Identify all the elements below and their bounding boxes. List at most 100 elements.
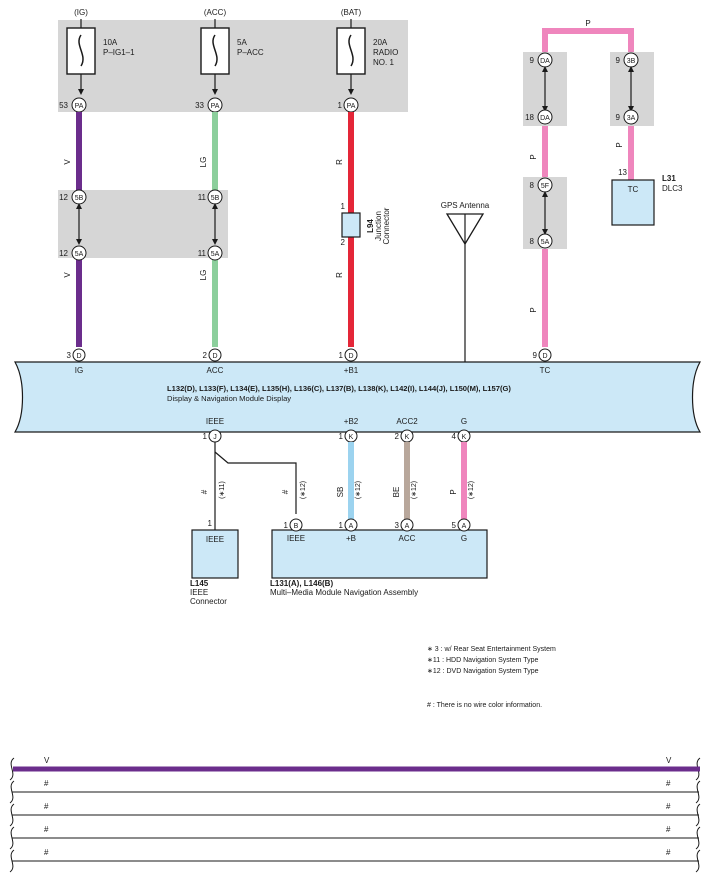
footnote: ∗ 3 : w/ Rear Seat Entertainment System <box>427 646 556 653</box>
dlc-connectors: 9 3B 9 3A <box>616 52 639 125</box>
pin-number: 1 <box>339 351 344 360</box>
legend-label: V <box>666 756 672 765</box>
fuse-source-label: (ACC) <box>204 8 227 17</box>
pin-number: 53 <box>59 101 68 110</box>
pin-number: 9 <box>533 351 538 360</box>
wire-color-label: LG <box>199 270 208 281</box>
terminal-label: +B <box>346 534 356 543</box>
l94-desc: Junction <box>374 211 383 241</box>
legend-label: # <box>44 848 49 857</box>
navigation-assembly-id: L131(A), L146(B) <box>270 579 333 588</box>
wire-ieee-2 <box>214 451 297 514</box>
dlc3-name: DLC3 <box>662 184 683 193</box>
wire-note: (∗11) <box>219 481 226 499</box>
pin-number: 18 <box>525 113 534 122</box>
fuse-icon <box>78 34 84 67</box>
pin-number: 1 <box>203 432 208 441</box>
terminal-label: IG <box>75 366 83 375</box>
pin-number: 1 <box>208 519 213 528</box>
terminal-label: ACC <box>399 534 416 543</box>
fuse-rating: 10A <box>103 38 118 47</box>
terminal-label: +B1 <box>344 366 359 375</box>
connector-code: D <box>212 353 217 360</box>
terminal-label: TC <box>540 366 551 375</box>
junction-ig: 12 5B 12 5A <box>59 189 87 261</box>
fuse-name: RADIO <box>373 48 398 57</box>
navigation-assembly: 1 B IEEE 1 A +B 3 A ACC 5 A G L131(A), L… <box>270 518 488 597</box>
connector-code: 5A <box>541 239 550 246</box>
fuse-icon <box>212 34 218 67</box>
wire-color-label: P <box>529 307 538 312</box>
legend-label: # <box>666 825 671 834</box>
connector-code: 5B <box>211 195 220 202</box>
pin-number: 8 <box>530 181 535 190</box>
connector-code: 3B <box>627 58 636 65</box>
pin-number: 1 <box>339 432 344 441</box>
terminal-label: IEEE <box>206 417 224 426</box>
wire-color-label: BE <box>392 487 401 498</box>
legend-label: # <box>44 779 49 788</box>
terminal-label: G <box>461 534 467 543</box>
fuse-source-label: (IG) <box>74 8 88 17</box>
fuse-name: P–IG1–1 <box>103 48 135 57</box>
wire-color-label: V <box>63 159 72 165</box>
pin-number: 9 <box>616 56 621 65</box>
wire-color-label: SB <box>336 487 345 498</box>
l94-desc-2: Connector <box>382 207 391 244</box>
navigation-assembly-name: Multi–Media Module Navigation Assembly <box>270 588 418 597</box>
connector-code: PA <box>211 103 220 110</box>
connector-code: K <box>349 434 354 441</box>
ieee-connector-desc-2: Connector <box>190 597 227 606</box>
pin-number: 9 <box>616 113 621 122</box>
connector-code: K <box>405 434 410 441</box>
connector-code: K <box>462 434 467 441</box>
connector-code: D <box>348 353 353 360</box>
terminal-label: ACC <box>207 366 224 375</box>
pin-number: 4 <box>452 432 457 441</box>
junction-acc: 11 5B 11 5A <box>198 189 223 261</box>
connector-code: A <box>462 523 467 530</box>
pin-number: 1 <box>338 101 343 110</box>
pin-number: 5 <box>452 521 457 530</box>
connector-code: A <box>405 523 410 530</box>
connector-code: DA <box>540 115 550 122</box>
pin-number: 8 <box>530 237 535 246</box>
ieee-connector: 1 IEEE L145 IEEE Connector <box>190 519 239 606</box>
fuse-ig: (IG) 10A P–IG1–1 53 PA <box>59 8 135 113</box>
connector-code: 5B <box>75 195 84 202</box>
lower-wire-labels: # (∗11) # (∗12) SB (∗12) BE (∗12) P (∗12… <box>200 481 475 499</box>
fuse-rating: 20A <box>373 38 388 47</box>
pin-number: 2 <box>341 238 346 247</box>
legend-label: # <box>44 802 49 811</box>
connector-code: J <box>213 434 217 441</box>
wire-note: (∗12) <box>355 481 362 499</box>
display-module-name: Display & Navigation Module Display <box>167 394 291 403</box>
wire-note: (∗12) <box>411 481 418 499</box>
footnote: ∗12 : DVD Navigation System Type <box>427 668 539 675</box>
pin-number: 11 <box>198 193 207 202</box>
l94-junction-connector: 1 2 L94 Junction Connector <box>341 202 391 247</box>
connector-code: 5A <box>75 251 84 258</box>
connector-code: A <box>349 523 354 530</box>
legend-label: # <box>666 779 671 788</box>
fuse-name: P–ACC <box>237 48 264 57</box>
ieee-connector-desc: IEEE <box>190 588 208 597</box>
terminal-label: TC <box>628 185 639 194</box>
pin-number: 3 <box>67 351 72 360</box>
pin-number: 2 <box>203 351 208 360</box>
connector-code: D <box>542 353 547 360</box>
pin-number: 1 <box>341 202 346 211</box>
fuse-name-2: NO. 1 <box>373 58 394 67</box>
connector-code: D <box>76 353 81 360</box>
footnotes: ∗ 3 : w/ Rear Seat Entertainment System … <box>427 646 556 709</box>
wire-legend: V V # # # # # # # # <box>9 756 701 873</box>
wire-color-label: LG <box>199 157 208 168</box>
terminal-label: IEEE <box>287 534 305 543</box>
terminal-label: ACC2 <box>396 417 418 426</box>
legend-label: # <box>44 825 49 834</box>
pin-number: 9 <box>530 56 535 65</box>
hash-note: # : There is no wire color information. <box>427 702 542 709</box>
footnote: ∗11 : HDD Navigation System Type <box>427 657 539 664</box>
